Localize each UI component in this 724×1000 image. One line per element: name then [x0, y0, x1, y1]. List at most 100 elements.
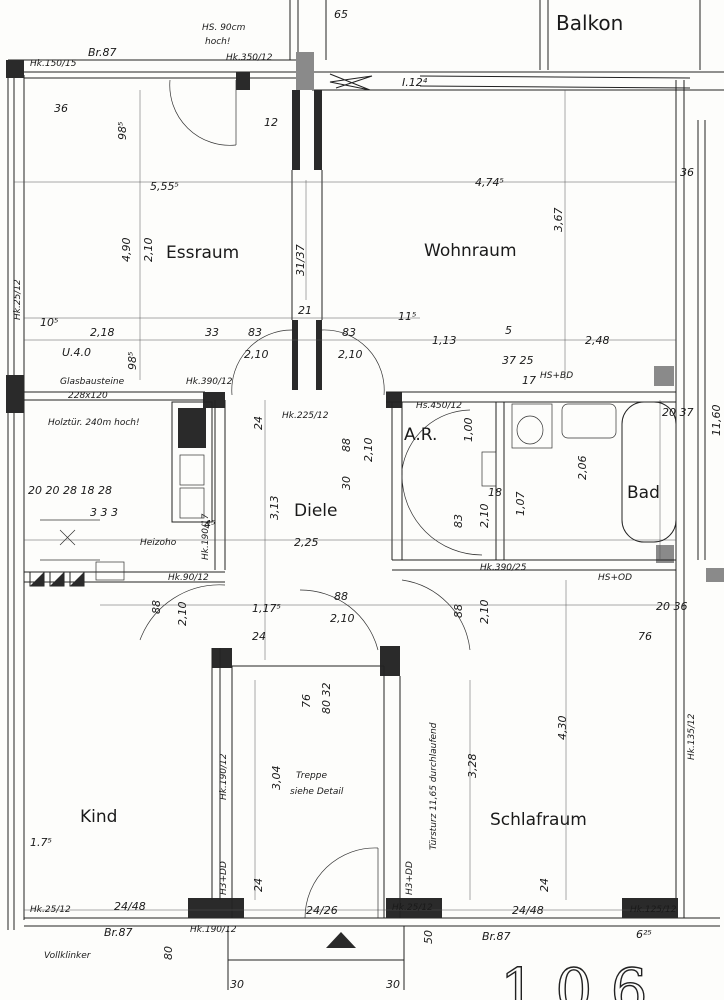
label-hk190-17: Hk.190/17: [201, 513, 211, 560]
dimension-lines: [14, 90, 676, 911]
label-hk25-stair: Hk.25/12: [392, 903, 433, 913]
note-holztuer: Holztür. 240m hoch!: [48, 418, 140, 428]
dim-80: 80: [162, 946, 175, 960]
label-hk190-bottom: Hk.190/12: [190, 925, 237, 935]
dim-24a: 24: [252, 416, 265, 430]
label-hk390-25: Hk.390/25: [480, 563, 527, 573]
label-br87-br: Br.87: [482, 930, 511, 943]
label-br87-top: Br.87: [88, 46, 117, 59]
dim-2448a: 24/48: [114, 900, 146, 913]
dim-474: 4,74⁵: [475, 176, 504, 189]
dim-88b: 88: [334, 590, 348, 603]
room-wohnraum: Wohnraum: [424, 241, 517, 261]
label-h3dd-left: H3+DD: [219, 861, 229, 895]
dim-225: 2,25: [294, 536, 319, 549]
dim-313: 3,13: [268, 496, 281, 521]
note-vollklinker: Vollklinker: [44, 951, 92, 961]
outer-walls: [7, 0, 724, 930]
room-kind: Kind: [80, 807, 117, 827]
dim-304: 3,04: [270, 766, 283, 791]
label-hk190-kind: Hk.190/12: [219, 753, 229, 800]
dim-2041: 20 37: [662, 406, 694, 419]
annotations: HS. 90cm hoch! Glasbausteine 228x120 Hol…: [44, 23, 648, 1000]
room-essraum: Essraum: [166, 243, 239, 263]
dim-430: 4,30: [556, 716, 569, 741]
dim-206: 2,06: [576, 456, 589, 481]
note-treppe: Treppe: [296, 771, 327, 781]
bathroom-fixtures: [481, 401, 677, 543]
room-labels: Essraum Wohnraum Diele Bad A.R. Kind Sch…: [80, 11, 660, 830]
lintel-labels: Br.87 Hk.150/15 Hk.350/12 Hk.25/12 Hk.39…: [13, 46, 697, 943]
dim-33: 33: [205, 326, 219, 339]
dim-105: 10⁵: [40, 316, 58, 329]
dim-210e: 2,10: [478, 504, 491, 529]
dim-555: 5,55⁵: [150, 180, 179, 193]
dim-2036: 20 36: [656, 600, 688, 613]
vent-symbols: [29, 571, 85, 587]
dim-107: 1,07: [514, 492, 527, 517]
dim-8032: 80 32: [320, 683, 333, 715]
dim-76: 76: [300, 694, 313, 708]
note-hs90: HS. 90cm: [202, 23, 246, 33]
label-h3dd-right: H3+DD: [405, 861, 415, 895]
dim-36: 36: [680, 166, 694, 179]
dim-248: 2,48: [585, 334, 610, 347]
label-hk150: Hk.150/15: [30, 59, 77, 69]
dim-113: 1,13: [432, 334, 457, 347]
dim-65: 65: [334, 8, 348, 21]
note-glasbausteine: Glasbausteine: [60, 377, 125, 387]
kitchen-unit: [40, 401, 213, 581]
dim-88d: 88: [452, 604, 465, 618]
dim-row: 20 20 28 18 28: [28, 484, 112, 497]
dim-2426: 24/26: [306, 904, 338, 917]
dim-83a: 83: [248, 326, 262, 339]
dim-328: 3,28: [466, 754, 479, 779]
label-hk390: Hk.390/12: [186, 377, 233, 387]
balcony-railing-hatch: [329, 73, 691, 91]
dim-210b: 2,10: [244, 348, 269, 361]
interior-walls: [24, 170, 676, 990]
room-schlafraum: Schlafraum: [490, 810, 587, 830]
dim-210h: 2,10: [478, 600, 491, 625]
note-glas-size: 228x120: [68, 391, 108, 401]
dim-210a: 2,10: [142, 238, 155, 263]
note-heizung: Heizoho: [140, 538, 177, 548]
label-hs-bd: HS+BD: [540, 371, 573, 381]
dim-18: 18: [488, 486, 502, 499]
dim-83c: 83: [452, 514, 465, 528]
dim-210f: 2,10: [176, 602, 189, 627]
note-tuersturz: Türsturz 11,65 durchlaufend: [429, 722, 439, 850]
dim-76b: 76: [638, 630, 652, 643]
dim-3725: 37 25: [502, 354, 534, 367]
dim-3137: 31/37: [294, 244, 307, 276]
wall-pillars: [6, 52, 724, 918]
dim-12: 12: [264, 116, 278, 129]
label-br87-bl: Br.87: [104, 926, 133, 939]
dim-5: 5: [505, 324, 512, 337]
dim-98: 98⁵: [126, 352, 139, 370]
dim-490: 4,90: [120, 238, 133, 263]
dim-367: 3,67: [552, 208, 565, 233]
dim-17: 1.7⁵: [30, 836, 52, 849]
note-siehe-detail: siehe Detail: [290, 787, 344, 797]
room-diele: Diele: [294, 501, 337, 521]
dim-45: 4⁵: [204, 518, 215, 531]
dim-36b: 36: [54, 102, 68, 115]
label-hk450: Hs.450/12: [416, 401, 462, 411]
dim-83b: 83: [342, 326, 356, 339]
room-bad: Bad: [627, 483, 660, 503]
dim-row2: 3 3 3: [90, 506, 118, 519]
dim-17b: 17: [522, 374, 536, 387]
label-hk225: Hk.225/12: [282, 411, 329, 421]
entrance-arrow-icon: [326, 932, 356, 948]
dim-24b: 24: [252, 630, 266, 643]
label-hk25-left: Hk.25/12: [13, 279, 23, 320]
room-balkon: Balkon: [556, 11, 623, 35]
label-hk90: Hk.90/12: [168, 573, 209, 583]
dim-98b: 98⁵: [116, 122, 129, 140]
dim-625: 6²⁵: [636, 928, 652, 941]
dim-1160: 11,60: [710, 405, 723, 437]
dim-30a: 30: [230, 978, 244, 991]
label-hk25-bottom: Hk.25/12: [30, 905, 71, 915]
